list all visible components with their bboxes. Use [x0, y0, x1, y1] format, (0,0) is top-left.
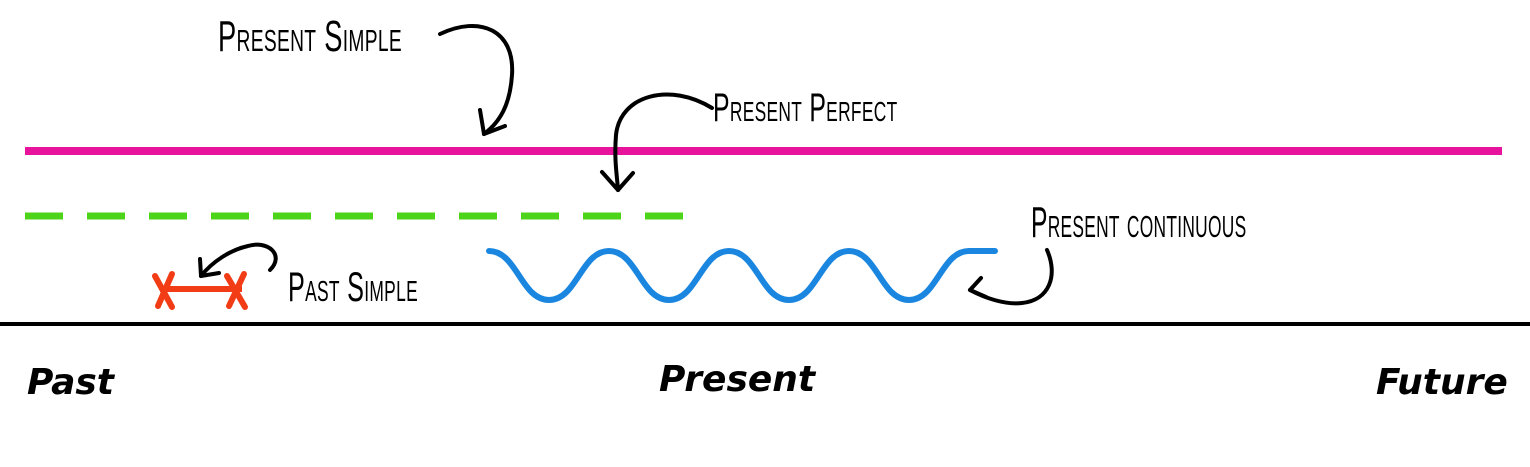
present-continuous-wave	[486, 247, 998, 304]
present-perfect-label: Present Perfect	[713, 86, 898, 130]
present-perfect-arrow	[600, 92, 714, 192]
present-continuous-arrow	[968, 248, 1054, 306]
present-simple-label: Present Simple	[218, 12, 402, 61]
axis-label-future: Future	[1376, 362, 1508, 403]
past-simple-marker	[152, 271, 248, 310]
axis-label-past: Past	[27, 362, 115, 403]
past-simple-label: Past Simple	[288, 263, 418, 310]
past-simple-arrow	[198, 242, 278, 278]
present-simple-arrow	[438, 24, 515, 136]
present-continuous-label: Present continuous	[1031, 198, 1247, 247]
axis-label-present: Present	[659, 359, 816, 400]
